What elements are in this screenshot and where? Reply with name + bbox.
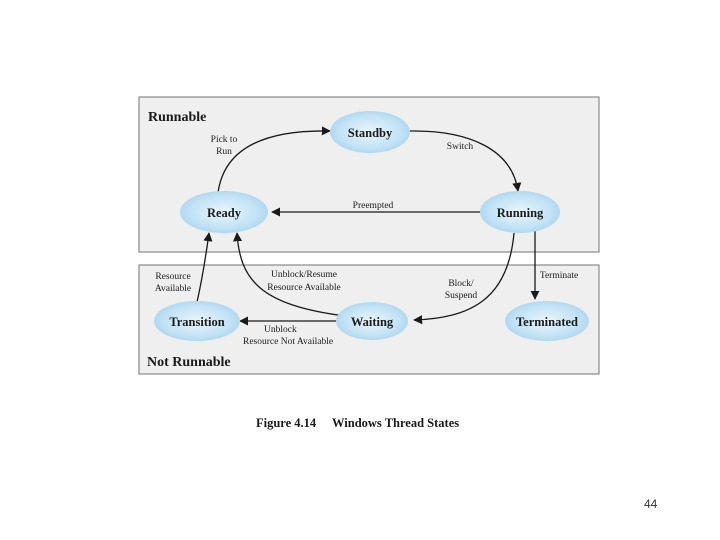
figure-caption-number: Figure 4.14 bbox=[256, 416, 317, 430]
label-pick-to-run-line1: Pick to bbox=[211, 135, 238, 145]
state-transition-label: Transition bbox=[169, 315, 224, 329]
edge-standby-to-running bbox=[409, 130, 522, 192]
label-pick-to-run-line2: Run bbox=[216, 147, 232, 157]
state-terminated: Terminated bbox=[505, 301, 589, 341]
state-running: Running bbox=[480, 191, 560, 233]
label-switch: Switch bbox=[447, 142, 474, 152]
label-resource-available-line1: Resource bbox=[155, 272, 190, 282]
state-running-label: Running bbox=[497, 206, 544, 220]
state-ready-label: Ready bbox=[207, 206, 242, 220]
runnable-region-title: Runnable bbox=[148, 110, 206, 125]
label-block-line2: Suspend bbox=[445, 291, 477, 301]
label-preempted: Preempted bbox=[353, 201, 394, 211]
state-waiting-label: Waiting bbox=[351, 315, 394, 329]
edge-waiting-to-ready bbox=[232, 232, 346, 317]
label-terminate: Terminate bbox=[540, 271, 578, 281]
state-terminated-label: Terminated bbox=[516, 315, 578, 329]
state-standby-label: Standby bbox=[348, 126, 393, 140]
edge-running-to-waiting bbox=[413, 232, 515, 325]
label-resource-available-line2: Available bbox=[155, 284, 191, 294]
figure-caption-title: Windows Thread States bbox=[332, 416, 459, 430]
state-transition: Transition bbox=[154, 301, 240, 341]
label-block-line1: Block/ bbox=[448, 279, 474, 289]
state-ready: Ready bbox=[180, 191, 268, 233]
label-unblock-line2: Resource Not Available bbox=[243, 337, 333, 347]
label-unblock-line1: Unblock bbox=[264, 325, 297, 335]
page-number: 44 bbox=[644, 497, 658, 511]
label-unblock-resume-line1: Unblock/Resume bbox=[271, 270, 337, 280]
label-unblock-resume-line2: Resource Available bbox=[267, 283, 340, 293]
state-waiting: Waiting bbox=[336, 302, 408, 340]
edge-transition-to-ready bbox=[196, 232, 213, 303]
edge-ready-to-standby bbox=[217, 126, 331, 194]
not-runnable-region-title: Not Runnable bbox=[147, 355, 231, 370]
state-standby: Standby bbox=[330, 111, 410, 153]
